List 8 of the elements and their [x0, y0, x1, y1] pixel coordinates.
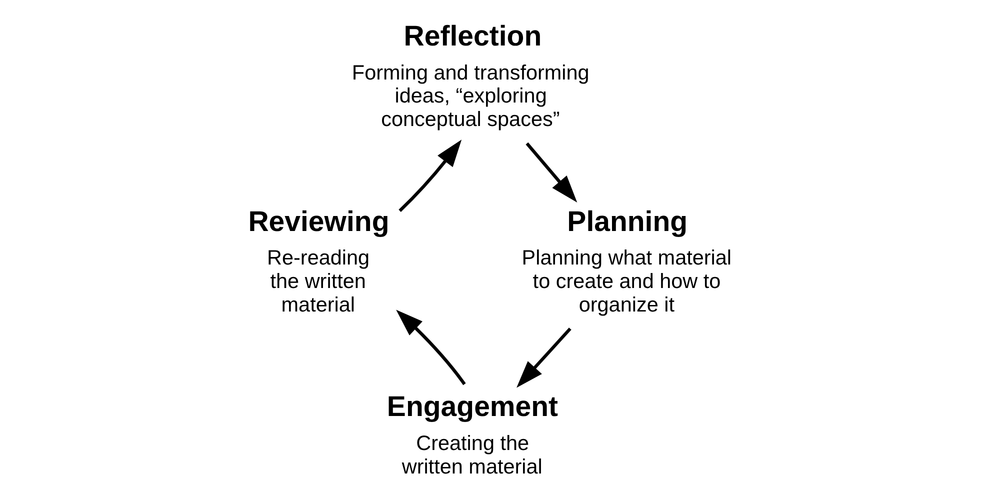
arrow	[526, 142, 578, 202]
node-text: Reflection Forming and transforming ideas, “exploring conceptual spaces”	[352, 20, 590, 131]
node-text: Planning Planning what material to create and how to organize it	[522, 206, 732, 316]
node-text: Engagement Creating the written material	[386, 391, 558, 478]
arrow	[398, 140, 462, 212]
arrow	[396, 310, 466, 386]
node-text: Reviewing Re-reading the written material	[248, 206, 390, 316]
arrow	[516, 328, 572, 388]
